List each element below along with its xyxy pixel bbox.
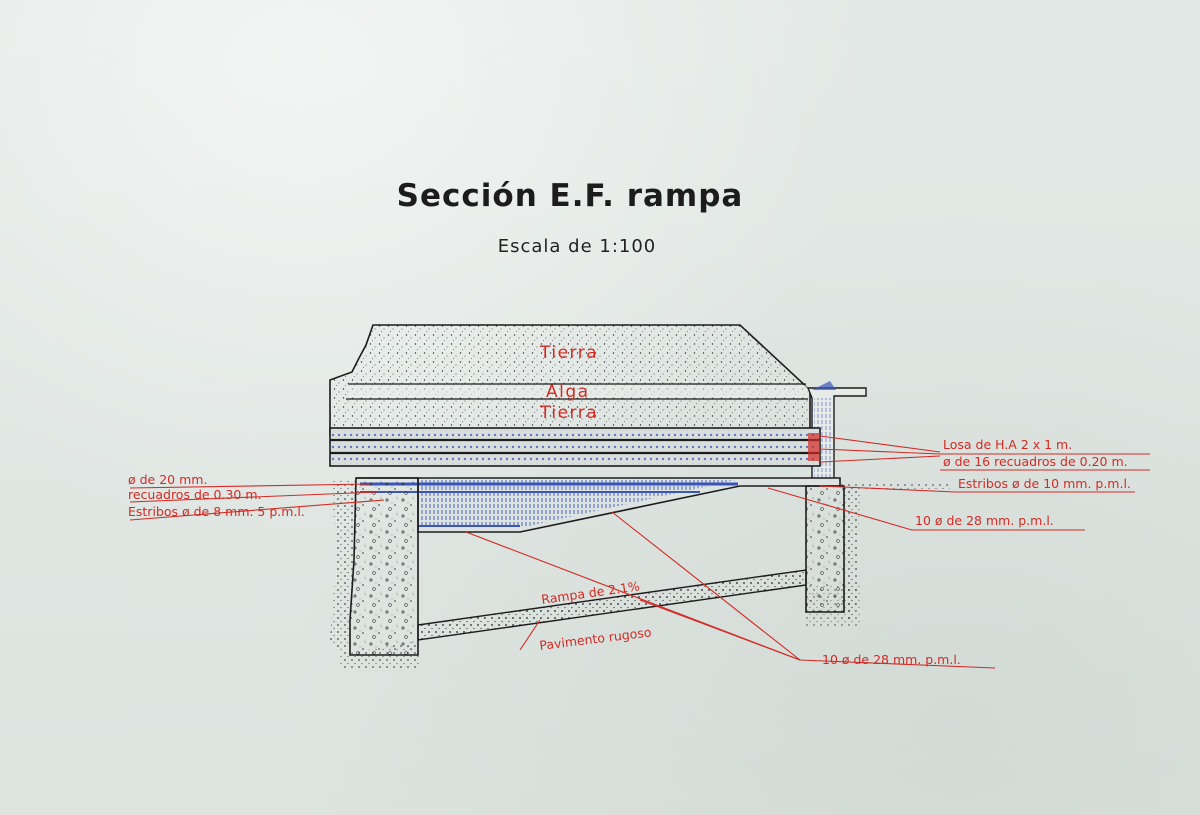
annotation-estribos-right: Estribos ø de 10 mm. p.m.l. [958, 476, 1131, 491]
leader-lines-right [767, 435, 1150, 531]
leader-lines-bottom [465, 511, 996, 669]
annotation-losa-bars: ø de 16 recuadros de 0.20 m. [943, 454, 1128, 469]
drawing-title: Sección E.F. rampa [396, 178, 744, 214]
layer-label-tierra-top: Tierra [539, 343, 598, 363]
annotation-estribos-left: Estribos ø de 8 mm. 5 p.m.l. [128, 504, 305, 519]
annotation-bars-20: ø de 20 mm. [128, 472, 207, 487]
annotation-pavimento: Pavimento rugoso [539, 624, 653, 653]
annotation-recuadros: recuadros de 0.30 m. [128, 487, 262, 502]
left-abutment [330, 477, 419, 656]
earth-fill [329, 324, 811, 436]
leader-lines-left [129, 483, 385, 521]
drawing-scale: Escala de 1:100 [497, 236, 657, 257]
ramp-floor [340, 569, 860, 670]
annotation-losa: Losa de H.A 2 x 1 m. [943, 437, 1072, 452]
annotation-bars-28-lower: 10 ø de 28 mm. p.m.l. [822, 652, 961, 667]
reinforced-slab [329, 427, 821, 467]
annotation-bars-28-upper: 10 ø de 28 mm. p.m.l. [915, 513, 1054, 528]
layer-label-tierra-mid: Tierra [539, 403, 598, 423]
beam-haunch [356, 477, 841, 533]
layer-label-alga: Alga [546, 382, 590, 402]
